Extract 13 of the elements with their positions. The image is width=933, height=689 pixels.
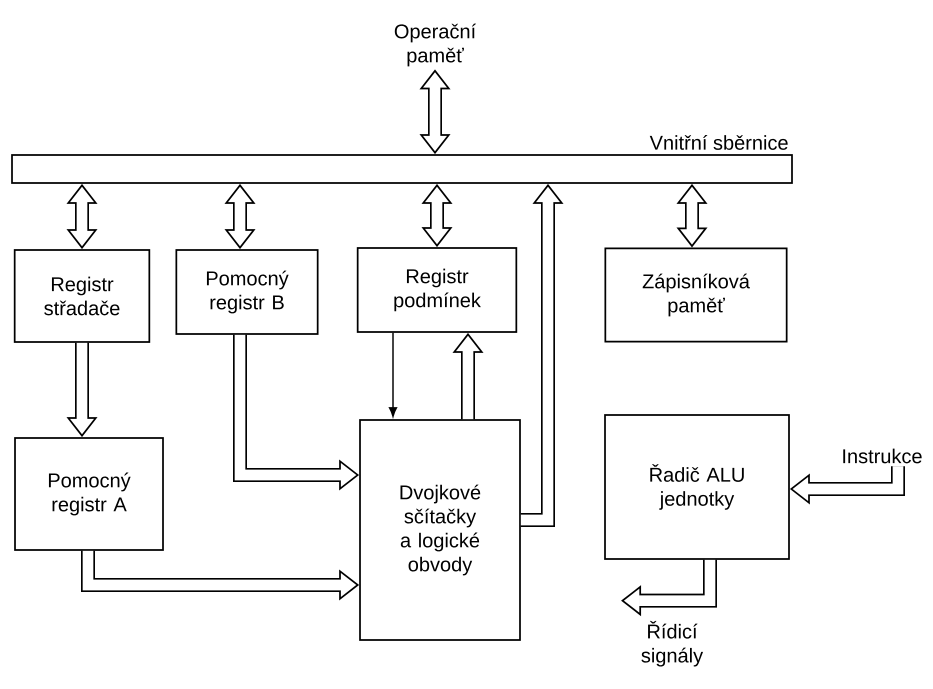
node-label: Vnitřní sběrnice (650, 134, 788, 150)
block-box: Pomocný registr A (14, 437, 164, 551)
block-box: Zápisníková paměť (604, 247, 788, 343)
label-text: Operační paměť (394, 24, 476, 66)
arrow (388, 332, 398, 417)
block-box: Registr podmínek (356, 247, 518, 333)
label-text: Řídicí signály (641, 620, 704, 667)
block-box: Registr střadače (14, 249, 150, 343)
block-box: Dvojkové sčítačky a logické obvody (359, 419, 521, 641)
label-text: Instrukce (843, 448, 922, 464)
block-box: Řadič ALU jednotky (604, 414, 790, 560)
bus-bar: Vnitřní sběrnice (11, 134, 793, 184)
block-box: Pomocný registr B (175, 249, 319, 335)
